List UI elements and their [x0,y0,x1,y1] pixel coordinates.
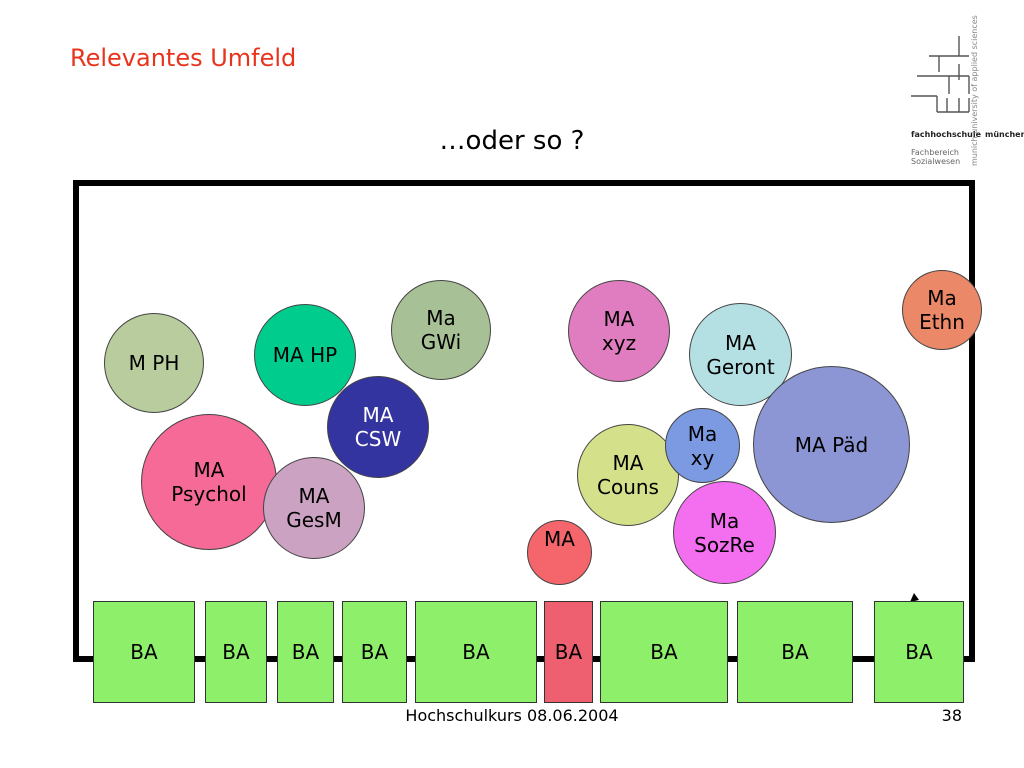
footer-text: Hochschulkurs 08.06.2004 [405,706,619,725]
circle-ma-psychol: MA Psychol [141,414,277,550]
circle-ma-gwi: Ma GWi [391,280,491,380]
circle-ma-xy: Ma xy [665,408,740,483]
circle-ma-hp: MA HP [254,304,356,406]
logo-city: münchen [985,130,1024,139]
ba-box: BA [600,601,728,703]
circle-ma-ethn: Ma Ethn [902,270,982,350]
logo-name: fachhochschule [911,130,982,139]
ba-box: BA [93,601,195,703]
circle-ma-csw: MA CSW [327,376,429,478]
circle-ma: MA [527,520,592,585]
circle-ma-paed: MA Päd [753,366,910,523]
slide-subtitle: …oder so ? [439,126,585,156]
logo-vertical-label: munich university of applied sciences [970,15,979,166]
university-logo: fachhochschule münchen Fachbereich Sozia… [905,6,1024,176]
ba-box: BA [277,601,334,703]
ba-box-highlighted: BA [544,601,593,703]
circle-ma-sozre: Ma SozRe [673,481,776,584]
ba-box: BA [342,601,407,703]
ba-box: BA [415,601,537,703]
ba-box: BA [874,601,964,703]
fhm-grid-logo-icon [911,36,970,113]
slide-title: Relevantes Umfeld [70,44,297,72]
page-number: 38 [941,706,962,725]
ba-box: BA [205,601,267,703]
circle-m-ph: M PH [104,313,204,413]
logo-department: Fachbereich Sozialwesen [911,148,961,166]
circle-ma-couns: MA Couns [577,424,679,526]
logo-vertical-text: munich university of applied sciences [970,6,997,166]
circle-ma-gesm: MA GesM [263,457,365,559]
circle-ma-xyz: MA xyz [568,280,670,382]
ba-box: BA [737,601,853,703]
